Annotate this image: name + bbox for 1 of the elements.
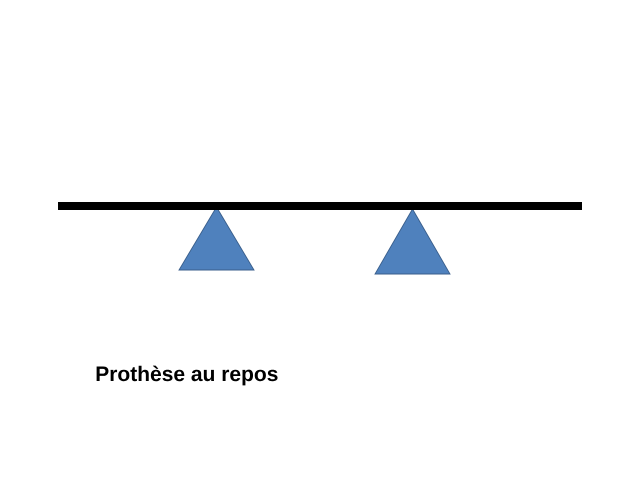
caption: Prothèse au repos <box>96 366 278 386</box>
